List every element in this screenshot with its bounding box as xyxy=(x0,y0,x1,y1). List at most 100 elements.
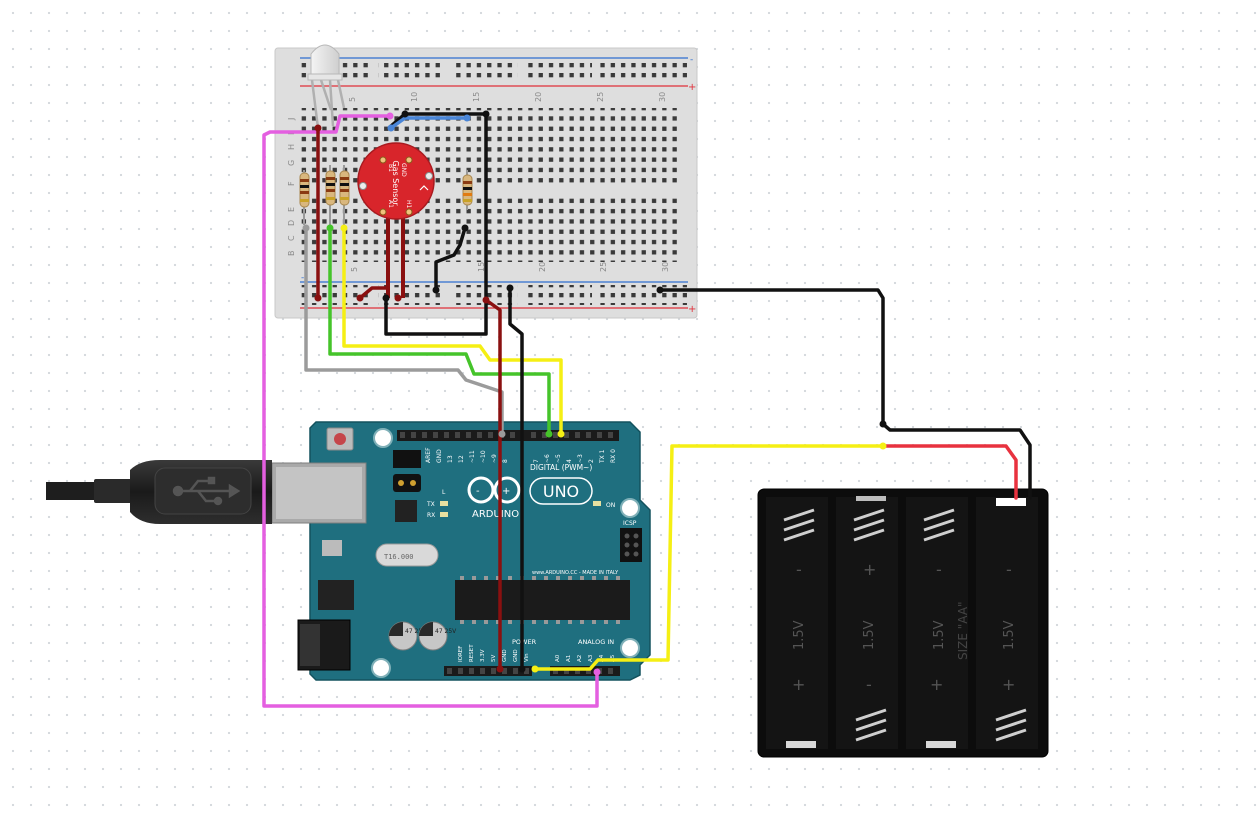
on-led-label: ON xyxy=(606,502,615,509)
polarity-label: - xyxy=(1006,560,1012,579)
column-number: 30 xyxy=(658,92,667,102)
pin-label: ~3 xyxy=(577,454,584,463)
row-letter: E xyxy=(287,207,296,212)
pin-label: A3 xyxy=(588,654,594,662)
column-number: 5 xyxy=(348,97,357,102)
resistor-green[interactable] xyxy=(325,165,336,228)
board-model: UNO xyxy=(543,482,579,501)
pin-label: A5 xyxy=(610,654,616,662)
digital-header[interactable] xyxy=(397,430,619,441)
power-header[interactable] xyxy=(444,666,532,676)
pin-label: A0 xyxy=(555,654,561,662)
arduino-uno[interactable]: AREF GND 13 12 ~11 ~10 ~9 8 7 ~6 ~5 4 ~3… xyxy=(271,421,651,681)
row-letter: D xyxy=(287,220,296,226)
resistor-blue[interactable] xyxy=(339,165,350,228)
sensor-pin-label: A1 xyxy=(387,200,394,208)
pin-label: TX 1 xyxy=(599,449,606,464)
sensor-label: Gas Sensor xyxy=(391,160,400,206)
pin-label: 13 xyxy=(447,455,454,463)
cell-voltage-label: 1.5V xyxy=(862,620,877,650)
battery-pack[interactable]: 1.5V 1.5V 1.5V 1.5V SIZE "AA" + + + + - … xyxy=(757,488,1049,758)
wire-gray[interactable] xyxy=(304,226,504,436)
pin-label: 3.3V xyxy=(480,649,486,662)
pin-label: 12 xyxy=(458,455,465,463)
cell-voltage-label: 1.5V xyxy=(932,620,947,650)
rail-minus-label: - xyxy=(301,273,304,283)
rail-plus-label: + xyxy=(688,82,696,93)
row-letter: B xyxy=(287,251,296,257)
column-number: 20 xyxy=(534,92,543,102)
pin-label: 7 xyxy=(533,459,540,463)
polarity-label: - xyxy=(796,560,802,579)
pin-label: IOREF xyxy=(458,646,464,662)
wire-green[interactable] xyxy=(328,226,551,436)
row-letter: H xyxy=(287,144,296,150)
polarity-label: + xyxy=(792,675,805,694)
resistor-sensor[interactable] xyxy=(462,170,473,210)
pin-label: GND xyxy=(436,449,443,463)
capacitor-label: 47 25V xyxy=(435,628,457,635)
svg-text:-: - xyxy=(476,486,480,497)
pin-label: 4 xyxy=(566,459,573,463)
row-letter: C xyxy=(287,235,296,241)
wire-yellow-digital[interactable] xyxy=(342,226,563,436)
sensor-pin-label: B1 xyxy=(387,164,394,172)
wire-black-battery[interactable] xyxy=(658,288,1032,500)
pin-label: A4 xyxy=(599,654,605,662)
column-number: 25 xyxy=(599,262,608,272)
wire-yellow-analog[interactable] xyxy=(533,444,885,671)
wire-red-battery[interactable] xyxy=(881,444,1018,500)
arduino-logo: - + xyxy=(467,476,521,504)
usb-icon xyxy=(172,476,241,506)
rx-led-label: RX xyxy=(427,512,435,519)
capacitor: 47 25V xyxy=(418,621,457,651)
pin-label: Vin xyxy=(524,653,530,662)
power-label: POWER xyxy=(512,638,537,646)
pin-label: RX 0 xyxy=(610,449,617,463)
cell-voltage-label: 1.5V xyxy=(792,620,807,650)
polarity-label: - xyxy=(936,560,942,579)
column-number: 20 xyxy=(538,262,547,272)
pin-label: 2 xyxy=(588,459,595,463)
analog-header[interactable] xyxy=(550,666,620,676)
column-number: 30 xyxy=(661,262,670,272)
icsp-header[interactable] xyxy=(620,528,642,562)
battery-spring xyxy=(783,508,1027,742)
resistor-red[interactable] xyxy=(299,170,310,225)
wire-red-5v[interactable] xyxy=(484,298,502,671)
polarity-label: + xyxy=(1002,675,1015,694)
pin-label: GND xyxy=(513,649,519,662)
sensor-pin-label: GND xyxy=(400,163,407,177)
column-number: 10 xyxy=(410,92,419,102)
terminal-strip-bottom[interactable] xyxy=(301,196,682,262)
board-brand: ARDUINO xyxy=(472,509,519,520)
pin-label: ~9 xyxy=(491,454,498,463)
pin-label: 5V xyxy=(491,655,497,662)
row-letter: I xyxy=(287,133,296,135)
tx-led-label: TX xyxy=(426,501,435,508)
wire-black-gnd[interactable] xyxy=(508,286,524,671)
pin-label: RESET xyxy=(469,644,475,662)
power-rail-top[interactable] xyxy=(301,63,687,83)
rail-minus-label: - xyxy=(690,55,693,65)
usb-cable[interactable] xyxy=(46,460,272,524)
gas-sensor[interactable]: Gas Sensor GND B1 H1 A1 xyxy=(357,142,435,298)
pin-label: A2 xyxy=(577,655,583,662)
reset-button[interactable] xyxy=(334,433,346,445)
row-letter: F xyxy=(287,181,296,186)
polarity-label: + xyxy=(863,560,876,579)
wire-black-short[interactable] xyxy=(434,226,467,292)
capacitor-label: 47 25V xyxy=(405,628,427,635)
pin-label: GND xyxy=(502,649,508,662)
size-label: SIZE "AA" xyxy=(956,601,970,660)
pin-label: ~6 xyxy=(544,454,551,463)
rgb-led[interactable] xyxy=(307,44,346,129)
svg-text:+: + xyxy=(502,486,510,497)
wire-blue[interactable] xyxy=(389,116,469,130)
digital-header-label: DIGITAL (PWM~) xyxy=(530,463,592,472)
pin-label: ~5 xyxy=(555,454,562,463)
wire-red-sensor[interactable] xyxy=(358,286,388,300)
crystal-label: T16.000 xyxy=(384,553,414,561)
cell-voltage-label: 1.5V xyxy=(1002,620,1017,650)
wire-magenta[interactable] xyxy=(262,114,599,708)
